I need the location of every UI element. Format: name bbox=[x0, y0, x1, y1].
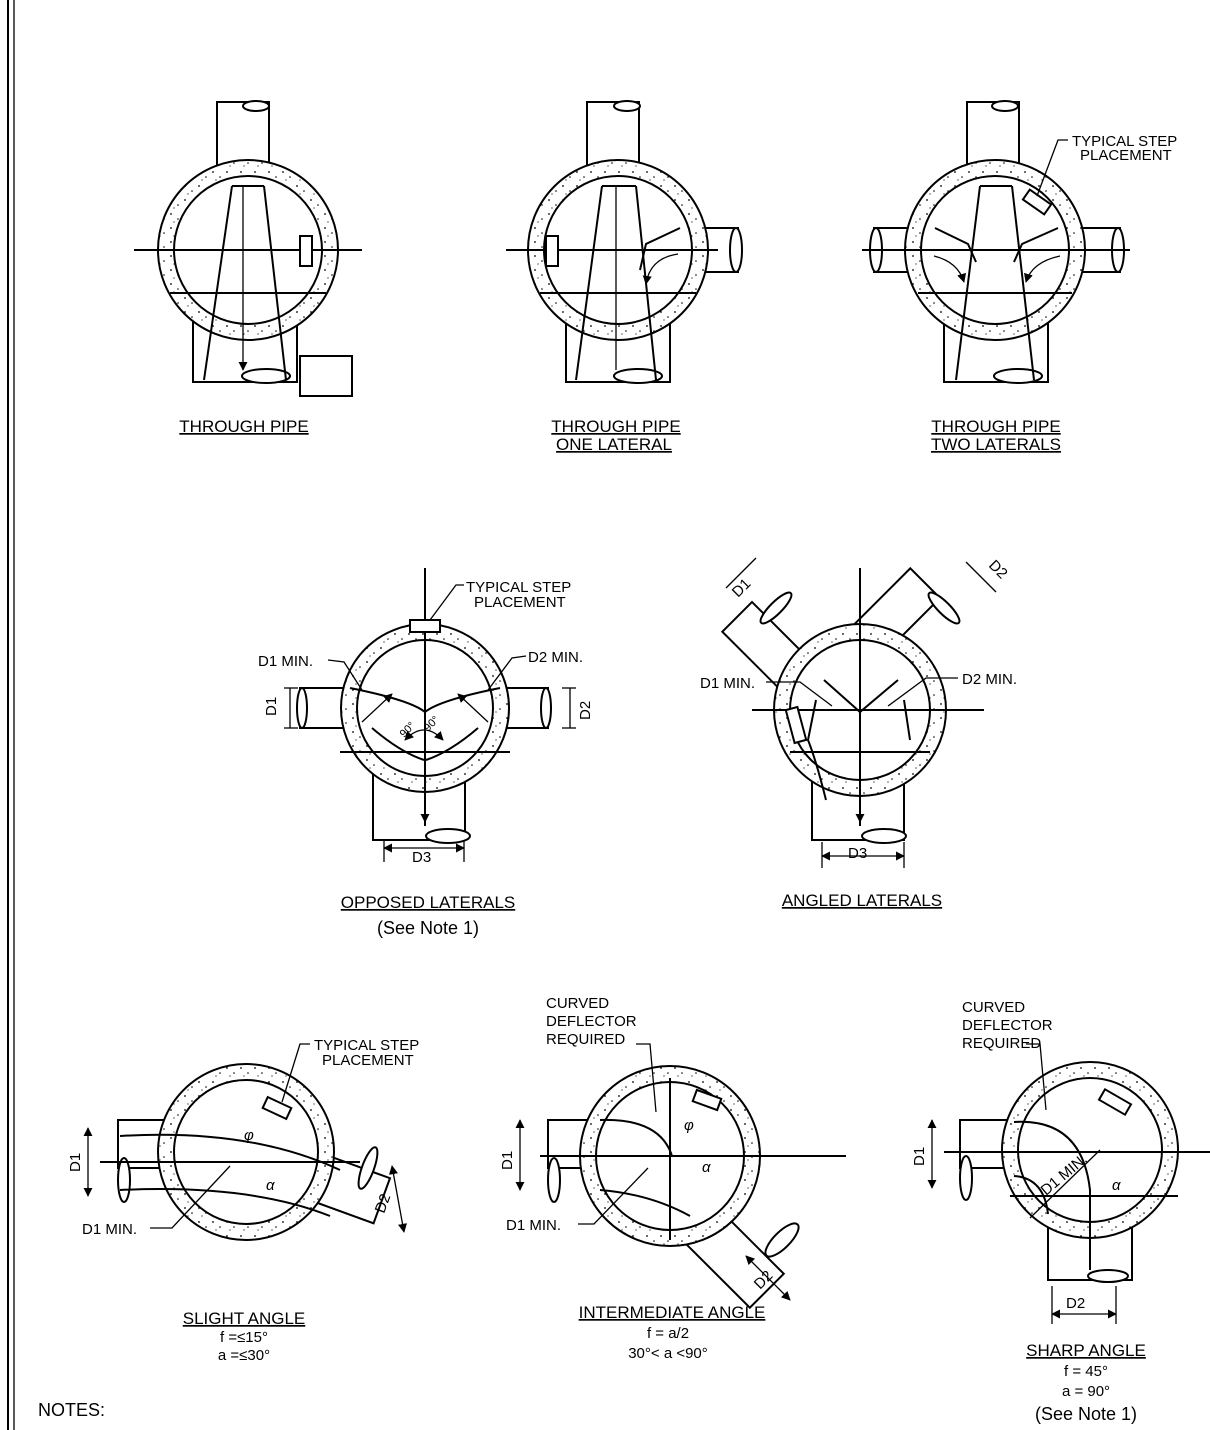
label-step-line-2: PLACEMENT bbox=[474, 594, 566, 611]
label-deflector-line-1: CURVED bbox=[546, 995, 609, 1012]
label-phi: φ bbox=[684, 1117, 694, 1134]
equation-1: f = 45° bbox=[1064, 1363, 1108, 1380]
equation-1: f =≤15° bbox=[220, 1329, 268, 1346]
label-d1: D1 bbox=[263, 697, 280, 716]
label-d2-min: D2 MIN. bbox=[528, 649, 583, 666]
label-d1-min: D1 MIN. bbox=[258, 653, 313, 670]
equation-1: f = a/2 bbox=[647, 1325, 689, 1342]
label-deflector-line-2: DEFLECTOR bbox=[962, 1017, 1053, 1034]
caption: INTERMEDIATE ANGLE bbox=[579, 1303, 766, 1322]
label-d1: D1 bbox=[499, 1151, 516, 1170]
label-d2: D2 bbox=[985, 557, 1011, 583]
label-d1: D1 bbox=[911, 1147, 928, 1166]
label-d2-min: D2 MIN. bbox=[962, 671, 1017, 688]
label-d1-min: D1 MIN. bbox=[82, 1221, 137, 1238]
caption-line-1: THROUGH PIPE bbox=[551, 417, 680, 436]
label-d2: D2 bbox=[577, 701, 594, 720]
label-d1: D1 bbox=[729, 575, 755, 601]
label-d1: D1 bbox=[67, 1153, 84, 1172]
label-step-line-1: TYPICAL STEP bbox=[466, 579, 571, 596]
caption: SHARP ANGLE bbox=[1026, 1341, 1146, 1360]
detail-opposed-laterals: TYPICAL STEP PLACEMENT D1 MIN. D2 MIN. D… bbox=[258, 355, 594, 938]
detail-through-pipe: THROUGH PIPE bbox=[134, 100, 362, 436]
equation-2: a = 90° bbox=[1062, 1383, 1110, 1400]
equation-2: 30°< a <90° bbox=[628, 1345, 708, 1362]
detail-sharp-angle: D1 D1 MIN. CURVED DEFLECTOR REQUIRED α D… bbox=[911, 999, 1210, 1424]
caption: THROUGH PIPE bbox=[179, 417, 308, 436]
label-alpha: α bbox=[1112, 1177, 1121, 1194]
label-d2: D2 bbox=[372, 1192, 395, 1216]
label-step-line-1: TYPICAL STEP bbox=[314, 1037, 419, 1054]
detail-two-laterals: TYPICAL STEP PLACEMENT THROUGH PIPE TWO … bbox=[862, 100, 1177, 454]
label-phi: φ bbox=[244, 1127, 254, 1144]
label-deflector-line-2: DEFLECTOR bbox=[546, 1013, 637, 1030]
label-d2: D2 bbox=[1066, 1295, 1085, 1312]
label-d3: D3 bbox=[848, 845, 867, 862]
label-d3: D3 bbox=[412, 849, 431, 866]
label-step-line-1: TYPICAL STEP bbox=[1072, 133, 1177, 150]
caption-line-2: TWO LATERALS bbox=[931, 435, 1061, 454]
caption-line-2: ONE LATERAL bbox=[556, 435, 672, 454]
label-step-line-2: PLACEMENT bbox=[1080, 147, 1172, 164]
label-d1-min: D1 MIN. bbox=[700, 675, 755, 692]
detail-intermediate-angle: D1 D2 D1 MIN. CURVED DEFLECTOR REQUIRED … bbox=[499, 995, 846, 1362]
notes-heading: NOTES: bbox=[38, 1400, 105, 1420]
caption: ANGLED LATERALS bbox=[782, 891, 942, 910]
detail-angled-laterals: D1 MIN. D2 MIN. D1 D2 D3 ANGLED LATERALS bbox=[700, 557, 1017, 910]
label-d1-min: D1 MIN. bbox=[506, 1217, 561, 1234]
caption: OPPOSED LATERALS bbox=[341, 893, 515, 912]
caption: SLIGHT ANGLE bbox=[183, 1309, 306, 1328]
label-alpha: α bbox=[266, 1177, 275, 1194]
equation-2: a =≤30° bbox=[218, 1347, 270, 1364]
label-alpha: α bbox=[702, 1159, 711, 1176]
see-note: (See Note 1) bbox=[377, 918, 479, 938]
label-deflector-line-3: REQUIRED bbox=[546, 1031, 625, 1048]
label-deflector-line-3: REQUIRED bbox=[962, 1035, 1041, 1052]
caption-line-1: THROUGH PIPE bbox=[931, 417, 1060, 436]
detail-slight-angle: D1 D2 TYPICAL STEP PLACEMENT D1 MIN. φ α… bbox=[67, 1037, 419, 1364]
label-step-line-2: PLACEMENT bbox=[322, 1052, 414, 1069]
label-deflector-line-1: CURVED bbox=[962, 999, 1025, 1016]
detail-one-lateral: THROUGH PIPE ONE LATERAL bbox=[506, 100, 743, 454]
see-note: (See Note 1) bbox=[1035, 1404, 1137, 1424]
